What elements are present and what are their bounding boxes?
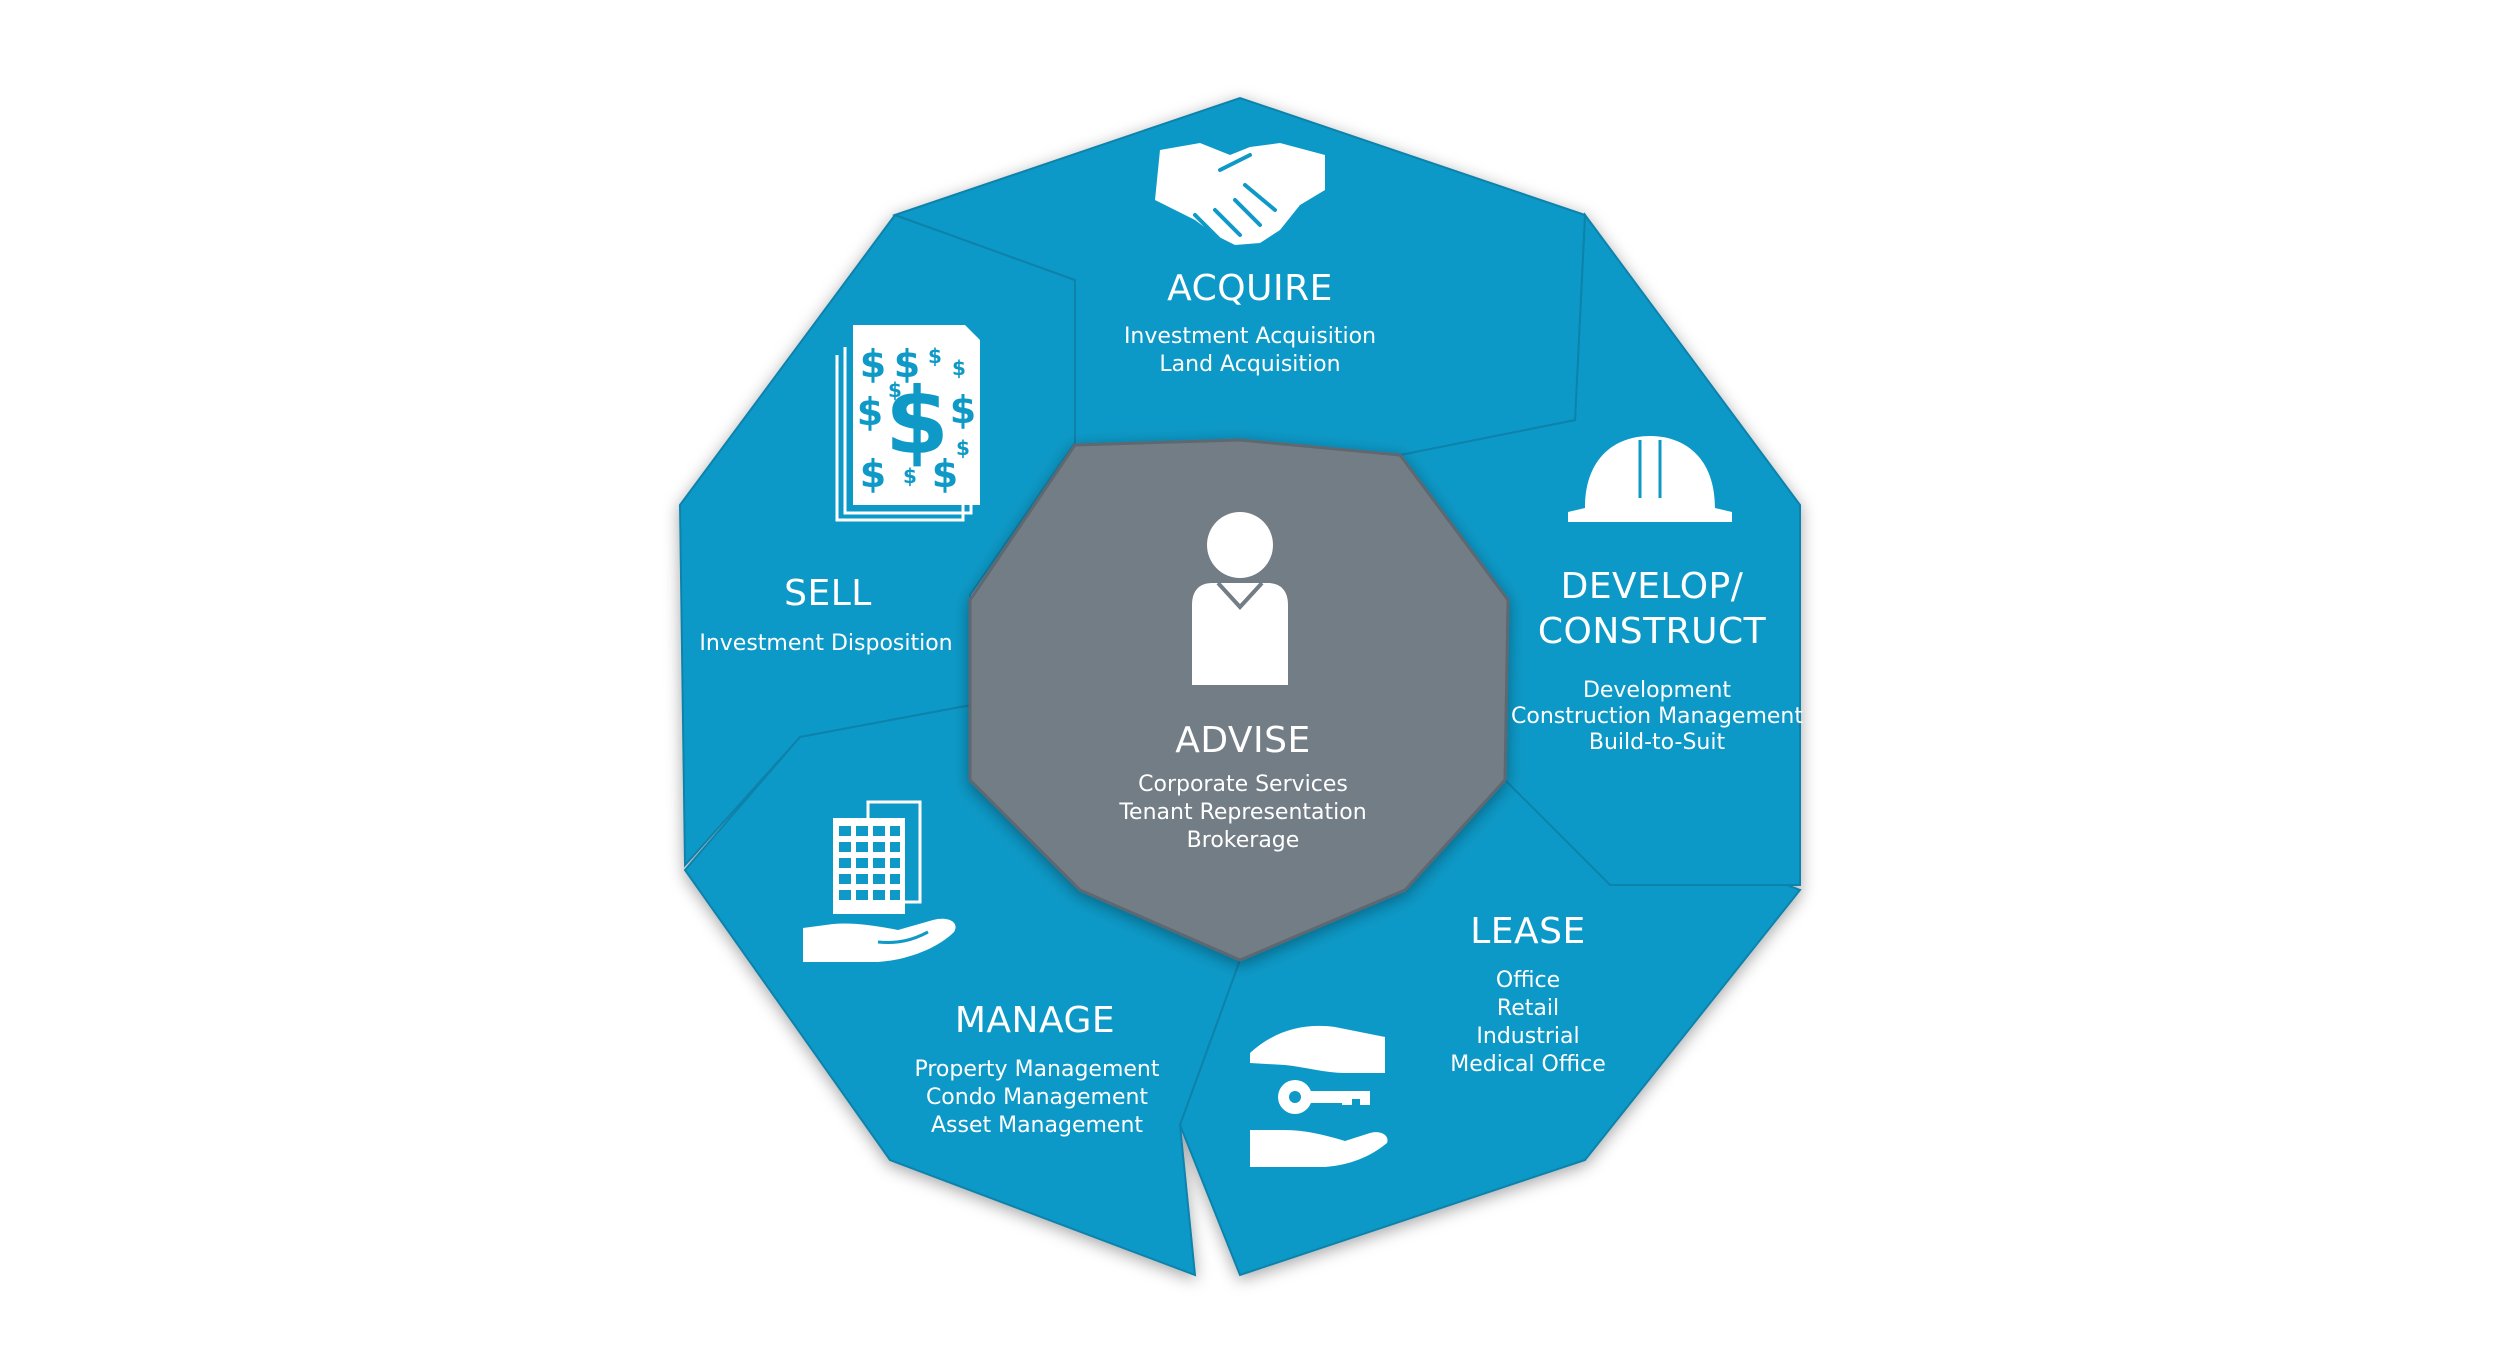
svg-text:$: $: [952, 356, 966, 380]
hands-key-icon: [1250, 1025, 1388, 1167]
lease-line-1: Office: [1496, 968, 1560, 993]
svg-text:$: $: [894, 342, 920, 386]
acquire-line-1: Investment Acquisition: [1124, 324, 1376, 349]
develop-title-line-1: DEVELOP/: [1561, 566, 1744, 607]
manage-title: MANAGE: [955, 1000, 1115, 1041]
acquire-line-2: Land Acquisition: [1159, 352, 1340, 377]
svg-text:$: $: [903, 464, 917, 488]
lease-line-4: Medical Office: [1450, 1052, 1606, 1077]
money-documents-icon: $ $ $ $ $ $ $ $ $ $ $ $: [835, 325, 980, 522]
manage-line-2: Condo Management: [926, 1085, 1148, 1110]
svg-text:$: $: [888, 378, 902, 402]
acquire-title: ACQUIRE: [1167, 268, 1333, 309]
sell-title: SELL: [784, 573, 872, 614]
develop-title-line-2: CONSTRUCT: [1538, 611, 1767, 652]
lease-line-3: Industrial: [1476, 1024, 1579, 1049]
person-icon: [1192, 512, 1288, 685]
svg-text:$: $: [932, 452, 958, 496]
svg-text:$: $: [885, 368, 949, 475]
svg-text:$: $: [950, 388, 976, 432]
advise-line-1: Corporate Services: [1138, 772, 1348, 797]
svg-text:$: $: [860, 452, 886, 496]
lease-line-2: Retail: [1497, 996, 1559, 1021]
svg-text:$: $: [928, 344, 942, 368]
svg-text:$: $: [860, 342, 886, 386]
develop-line-3: Build-to-Suit: [1589, 730, 1726, 755]
center-advise-shape: [968, 438, 1510, 962]
svg-text:$: $: [956, 436, 970, 460]
sell-line-1: Investment Disposition: [699, 631, 952, 656]
lease-title: LEASE: [1470, 911, 1586, 952]
manage-line-3: Asset Management: [931, 1113, 1143, 1138]
building-hand-icon: [803, 800, 956, 962]
advise-line-2: Tenant Representation: [1118, 800, 1366, 825]
hard-hat-icon: [1568, 436, 1732, 522]
advise-title: ADVISE: [1175, 720, 1311, 761]
svg-text:$: $: [857, 390, 883, 434]
manage-line-1: Property Management: [914, 1057, 1159, 1082]
develop-line-1: Development: [1583, 678, 1731, 703]
develop-line-2: Construction Management: [1511, 704, 1803, 729]
advise-line-3: Brokerage: [1187, 828, 1300, 853]
handshake-icon: [1155, 143, 1325, 245]
